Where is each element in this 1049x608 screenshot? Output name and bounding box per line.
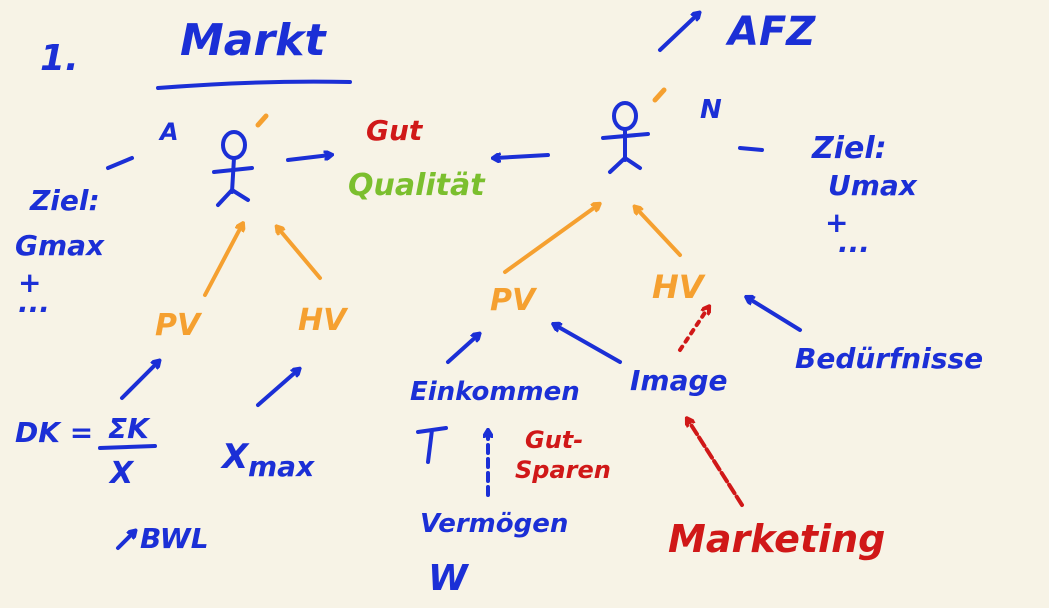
right-stick-figure-icon — [601, 101, 650, 174]
arrow-dk-to-pv — [120, 362, 158, 400]
label-gut-sparen-1: Gut- — [525, 426, 583, 454]
right-goal-dots: ... — [838, 226, 870, 259]
label-gut: Gut — [366, 114, 424, 147]
label-beduerfnisse: Bedürfnisse — [795, 342, 983, 375]
dk-formula-num: ΣK — [108, 412, 151, 445]
left-goal-plus: + — [18, 266, 41, 299]
label-afz: AFZ — [725, 9, 816, 55]
arrow-left-pv-up — [203, 225, 242, 297]
down-arrow-einkommen — [416, 426, 448, 464]
arrow-beduerfnisse-to-hv — [748, 298, 802, 332]
left-actor-dash — [106, 156, 134, 170]
arrow-left-hv-up — [278, 228, 322, 280]
dk-formula-left: DK = — [15, 416, 93, 449]
arrow-xmax-to-hv — [256, 370, 298, 407]
left-stick-figure-icon — [212, 130, 254, 207]
label-image: Image — [630, 364, 728, 397]
left-goal-dots: ... — [18, 286, 50, 319]
right-orange-tick — [652, 87, 667, 103]
arrow-firm-to-gut — [286, 155, 330, 162]
arrow-buyer-to-gut — [495, 155, 550, 158]
xmax-x: X — [220, 437, 250, 477]
right-actor-dash — [738, 146, 764, 152]
label-bwl: BWL — [140, 522, 209, 555]
arrow-image-to-hv-dotted — [678, 308, 708, 352]
right-goal-umax: Umax — [828, 169, 918, 202]
xmax-sub: max — [248, 450, 315, 483]
arrow-marketing-to-image — [688, 420, 744, 507]
arrow-image-to-pv — [555, 325, 622, 364]
label-w: W — [428, 558, 470, 599]
title-markt: Markt — [180, 15, 327, 66]
arrow-right-pv-up — [503, 205, 598, 274]
dk-fraction-bar — [98, 444, 157, 450]
arrow-einkommen-to-pv — [446, 335, 478, 364]
arrow-right-hv-up — [636, 208, 682, 257]
label-einkommen: Einkommen — [410, 377, 580, 407]
left-goal-gmax: Gmax — [15, 229, 105, 262]
label-a: A — [158, 118, 179, 146]
right-pv: PV — [490, 283, 538, 318]
bwl-arrow-icon — [116, 532, 134, 550]
label-marketing: Marketing — [668, 517, 885, 561]
label-qualitaet: Qualität — [348, 168, 486, 203]
right-goal-plus: + — [825, 206, 848, 239]
dk-formula-den: X — [108, 456, 135, 491]
section-number: 1. — [40, 38, 79, 79]
right-goal-label: Ziel: — [811, 131, 887, 166]
right-hv: HV — [652, 268, 706, 306]
label-n: N — [700, 95, 722, 125]
afz-arrow-icon — [658, 14, 698, 52]
left-orange-tick — [255, 113, 269, 128]
label-gut-sparen-2: Sparen — [515, 456, 611, 484]
left-goal-label: Ziel: — [29, 184, 100, 217]
left-pv: PV — [155, 308, 203, 343]
label-vermoegen: Vermögen — [420, 509, 568, 539]
left-hv: HV — [298, 303, 349, 338]
title-underline — [156, 79, 352, 90]
